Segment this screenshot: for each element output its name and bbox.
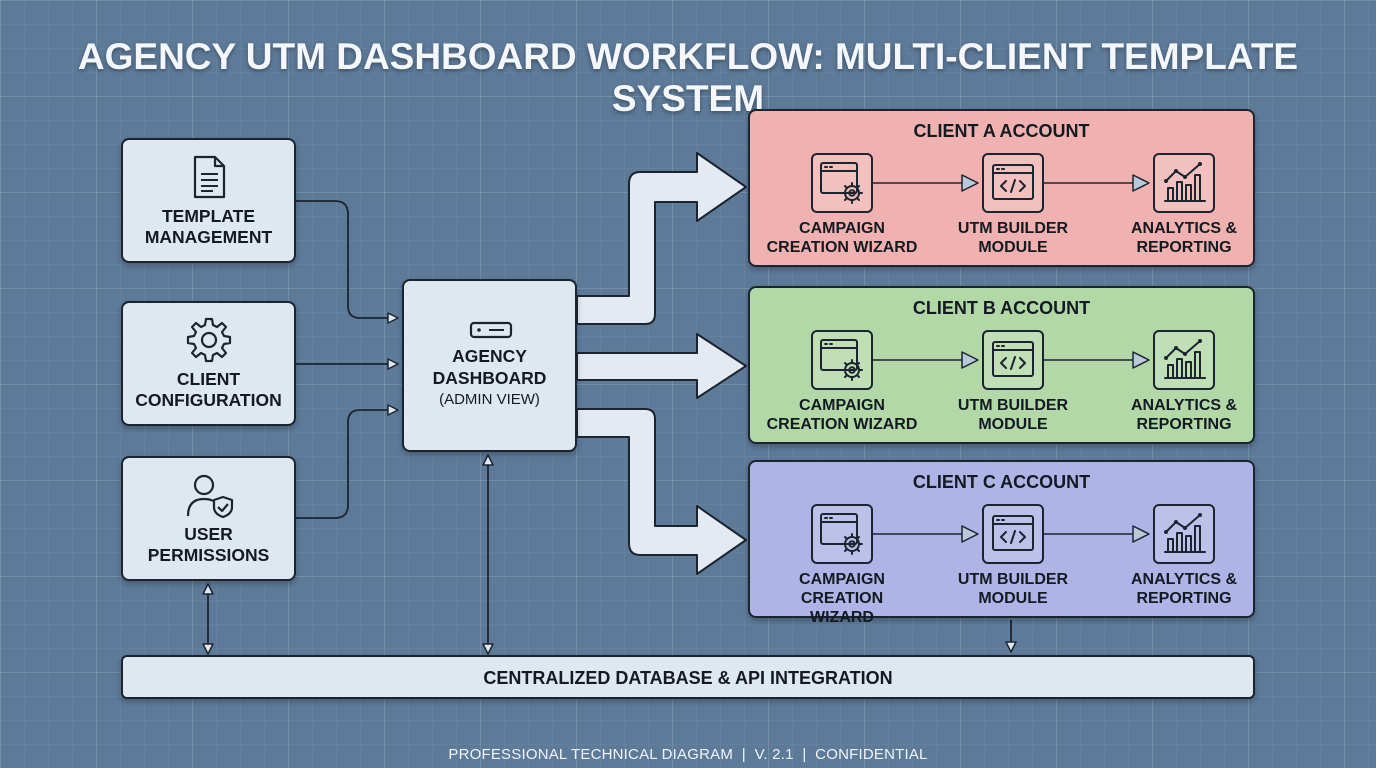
block-arrow-to-client-a	[576, 152, 747, 325]
connector-template-to-dashboard	[295, 200, 399, 324]
diagram-title: AGENCY UTM DASHBOARD WORKFLOW: MULTI-CLI…	[77, 36, 1299, 119]
module-label: CAMPAIGN CREATION WIZARD	[757, 570, 927, 627]
client-c-title: CLIENT C ACCOUNT	[912, 472, 1091, 492]
module-label: ANALYTICS & REPORTING	[1099, 396, 1269, 434]
browser-gear-icon[interactable]	[811, 330, 873, 390]
dashboard-label-line: (ADMIN VIEW)	[439, 391, 540, 408]
module-label: UTM BUILDER MODULE	[928, 396, 1098, 434]
client-a-title: CLIENT A ACCOUNT	[913, 121, 1090, 141]
module-label: ANALYTICS & REPORTING	[1099, 570, 1269, 608]
module-flow-arrows	[873, 174, 1150, 192]
analytics-chart-icon[interactable]	[1153, 153, 1215, 213]
template-management-node[interactable]: TEMPLATE MANAGEMENT	[121, 138, 296, 263]
connector-permissions-to-dashboard	[295, 404, 399, 519]
module-label-line: ANALYTICS &	[1130, 571, 1238, 588]
node-label-line: MANAGEMENT	[144, 227, 273, 247]
module-flow-arrows	[873, 351, 1150, 369]
node-label-line: TEMPLATE	[161, 206, 255, 226]
client-a-panel[interactable]: CLIENT A ACCOUNT CAMPAIGN CREATION WIZARD…	[748, 109, 1255, 267]
client-b-panel[interactable]: CLIENT B ACCOUNT CAMPAIGN CREATION WIZARD…	[748, 286, 1255, 444]
module-flow-arrows	[873, 525, 1150, 543]
agency-dashboard-node[interactable]: AGENCY DASHBOARD (ADMIN VIEW)	[402, 279, 577, 452]
document-icon	[193, 155, 226, 199]
code-window-icon[interactable]	[982, 504, 1044, 564]
module-label-line: REPORTING	[1136, 590, 1232, 607]
module-label-line: UTM BUILDER	[957, 220, 1069, 237]
dashboard-label-line: DASHBOARD	[432, 368, 547, 388]
module-label-line: CAMPAIGN	[799, 220, 885, 237]
node-label-line: CLIENT	[176, 369, 241, 389]
module-label-line: CAMPAIGN	[799, 397, 885, 414]
code-window-icon[interactable]	[982, 330, 1044, 390]
node-label-line: CONFIGURATION	[135, 390, 282, 410]
node-label-line: PERMISSIONS	[147, 545, 270, 565]
module-label-line: UTM BUILDER	[957, 397, 1069, 414]
module-label: CAMPAIGN CREATION WIZARD	[757, 219, 927, 257]
browser-gear-icon[interactable]	[811, 153, 873, 213]
module-label: UTM BUILDER MODULE	[928, 570, 1098, 608]
module-label: ANALYTICS & REPORTING	[1099, 219, 1269, 257]
module-label-line: REPORTING	[1136, 416, 1232, 433]
module-label-line: ANALYTICS &	[1130, 220, 1238, 237]
client-configuration-node[interactable]: CLIENT CONFIGURATION	[121, 301, 296, 426]
module-label-line: MODULE	[978, 590, 1048, 607]
server-icon	[469, 321, 513, 339]
browser-gear-icon[interactable]	[811, 504, 873, 564]
gear-icon	[186, 317, 232, 363]
module-label-line: CAMPAIGN CREATION	[799, 571, 885, 607]
centralized-database-bar[interactable]: CENTRALIZED DATABASE & API INTEGRATION	[121, 655, 1255, 699]
client-b-title: CLIENT B ACCOUNT	[912, 298, 1091, 318]
analytics-chart-icon[interactable]	[1153, 504, 1215, 564]
user-permissions-node[interactable]: USER PERMISSIONS	[121, 456, 296, 581]
user-shield-icon	[186, 474, 234, 518]
module-label-line: REPORTING	[1136, 239, 1232, 256]
block-arrow-to-client-b	[576, 333, 747, 399]
code-window-icon[interactable]	[982, 153, 1044, 213]
module-label-line: CREATION WIZARD	[766, 239, 918, 256]
footer-text: PROFESSIONAL TECHNICAL DIAGRAM | V. 2.1 …	[448, 746, 928, 763]
module-label-line: UTM BUILDER	[957, 571, 1069, 588]
module-label-line: CREATION WIZARD	[766, 416, 918, 433]
dashboard-label-line: AGENCY	[452, 346, 527, 366]
module-label-line: WIZARD	[810, 609, 874, 626]
module-label-line: ANALYTICS &	[1130, 397, 1238, 414]
module-label: UTM BUILDER MODULE	[928, 219, 1098, 257]
database-label: CENTRALIZED DATABASE & API INTEGRATION	[483, 668, 893, 688]
module-label-line: MODULE	[978, 239, 1048, 256]
analytics-chart-icon[interactable]	[1153, 330, 1215, 390]
module-label-line: MODULE	[978, 416, 1048, 433]
block-arrow-to-client-c	[576, 408, 747, 575]
node-label-line: USER	[184, 524, 233, 544]
module-label: CAMPAIGN CREATION WIZARD	[757, 396, 927, 434]
client-c-panel[interactable]: CLIENT C ACCOUNT CAMPAIGN CREATION WIZARD…	[748, 460, 1255, 626]
